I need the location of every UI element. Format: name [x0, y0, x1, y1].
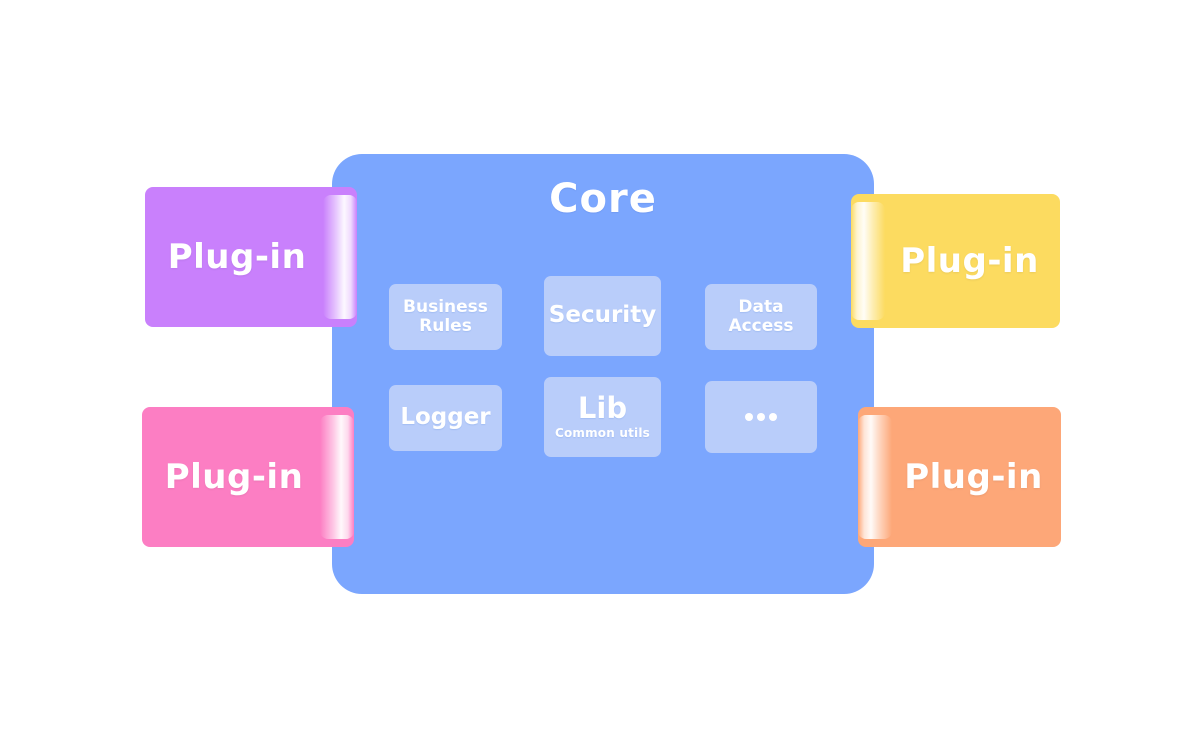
- module-more[interactable]: [705, 381, 817, 453]
- module-business-rules[interactable]: Business Rules: [389, 284, 502, 350]
- module-label-line1: Lib: [577, 390, 628, 425]
- ellipsis-icon: [745, 413, 777, 421]
- plugin-card-top-left[interactable]: Plug-in: [145, 187, 357, 327]
- module-security[interactable]: Security: [544, 276, 661, 356]
- module-sublabel: Common utils: [554, 425, 651, 440]
- core-panel: Core Business Rules Security Data Access…: [332, 154, 874, 594]
- dot-icon: [769, 413, 777, 421]
- plugin-card-bottom-left[interactable]: Plug-in: [142, 407, 354, 547]
- dot-icon: [757, 413, 765, 421]
- module-label-line1: Business: [403, 296, 488, 317]
- dot-icon: [745, 413, 753, 421]
- module-label-line2: Rules: [419, 316, 472, 336]
- module-lib[interactable]: Lib Common utils: [544, 377, 661, 457]
- module-label-line2: Access: [728, 316, 794, 336]
- module-data-access[interactable]: Data Access: [705, 284, 817, 350]
- core-module-grid: Business Rules Security Data Access Logg…: [382, 276, 824, 457]
- plugin-card-bottom-right[interactable]: Plug-in: [858, 407, 1061, 547]
- module-label-line1: Security: [548, 302, 657, 329]
- plugin-label: Plug-in: [167, 237, 307, 277]
- module-logger[interactable]: Logger: [389, 385, 502, 451]
- plugin-card-top-right[interactable]: Plug-in: [851, 194, 1060, 328]
- plugin-label: Plug-in: [164, 457, 304, 497]
- core-title: Core: [549, 176, 657, 222]
- plugin-label: Plug-in: [904, 457, 1043, 497]
- plugin-label: Plug-in: [900, 241, 1039, 281]
- module-label-line1: Logger: [400, 404, 491, 431]
- module-label-line1: Data: [738, 296, 784, 317]
